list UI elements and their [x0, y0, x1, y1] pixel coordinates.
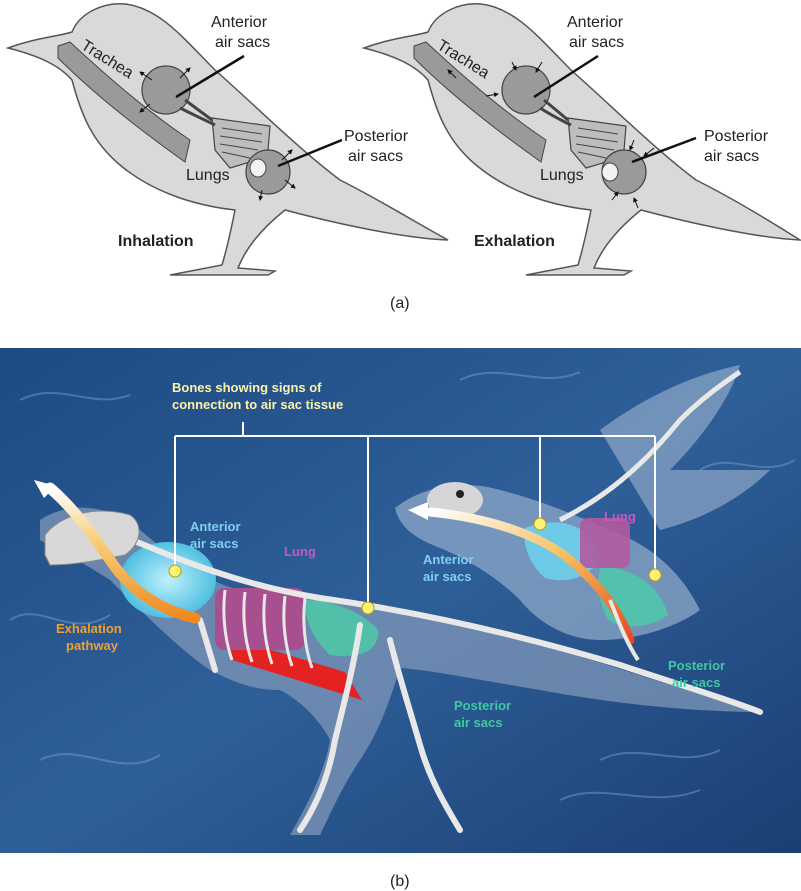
- bird-wing: [600, 365, 770, 530]
- bones-label-line1: Bones showing signs of: [172, 380, 322, 395]
- dinosaur-skeleton: [117, 532, 763, 833]
- dinosaur-lung: [215, 588, 305, 650]
- anterior-label-line1: Anterior: [211, 14, 268, 31]
- fossil-comparison-illustration: Bones showing signs of connection to air…: [0, 348, 801, 853]
- bird-posterior-label-line1: Posterior: [668, 658, 725, 673]
- posterior-label-line2: air sacs: [348, 148, 403, 165]
- dino-anterior-label-line2: air sacs: [190, 536, 238, 551]
- anterior-leader-line: [175, 54, 245, 99]
- posterior-sac-highlight: [249, 158, 267, 178]
- bones-label-line2: connection to air sac tissue: [172, 397, 343, 412]
- dinosaur-red-sac: [225, 636, 362, 700]
- inflow-arrows: [139, 67, 296, 201]
- bird-leg: [608, 599, 640, 662]
- anterior-leader-line: [533, 54, 599, 99]
- inhalation-diagram: Trachea Anterior air sacs Posterior air …: [5, 3, 449, 276]
- trachea-tube: [57, 41, 191, 163]
- bird-anterior-label-line2: air sacs: [423, 569, 471, 584]
- anterior-label-line2: air sacs: [569, 34, 624, 51]
- dinosaur-ribs: [222, 589, 314, 669]
- marker-dot: [361, 601, 375, 615]
- dinosaur-exhalation-arrow: [44, 482, 201, 624]
- marker-dot: [168, 564, 182, 578]
- bronchi: [179, 98, 216, 127]
- anterior-air-sac: [501, 65, 551, 115]
- anterior-label-line2: air sacs: [215, 34, 270, 51]
- lungs-label: Lungs: [186, 167, 230, 184]
- posterior-leader-line: [277, 138, 343, 168]
- bone-connection-markers: [168, 517, 662, 615]
- bird-arrowhead: [408, 502, 428, 520]
- marker-dot: [648, 568, 662, 582]
- dinosaur-arrowhead: [34, 480, 56, 498]
- trachea-tube: [413, 41, 547, 163]
- dino-lung-label: Lung: [284, 544, 316, 559]
- outflow-arrows: [447, 61, 655, 209]
- exhalation-label: Exhalation: [474, 233, 555, 250]
- bird-wing-bones: [558, 369, 742, 523]
- background-texture: [9, 371, 796, 801]
- bird-lung-label: Lung: [604, 509, 636, 524]
- lungs-label: Lungs: [540, 167, 584, 184]
- anterior-air-sac: [141, 65, 191, 115]
- bird-posterior-label-line2: air sacs: [672, 675, 720, 690]
- exhalation-diagram: Trachea Anterior air sacs Posterior air …: [361, 3, 801, 276]
- inhalation-label: Inhalation: [118, 233, 194, 250]
- posterior-label-line1: Posterior: [704, 128, 769, 145]
- dino-posterior-label-line1: Posterior: [454, 698, 511, 713]
- bird-eye: [456, 490, 464, 498]
- bird-lung: [580, 518, 630, 568]
- lung-parabronchi: [219, 127, 263, 159]
- posterior-label-line2: air sacs: [704, 148, 759, 165]
- lung-parabronchi: [575, 127, 619, 159]
- bird-anterior-label-line1: Anterior: [423, 552, 474, 567]
- bones-bracket: [174, 422, 656, 608]
- dino-posterior-label-line2: air sacs: [454, 715, 502, 730]
- bronchi: [539, 98, 572, 127]
- posterior-sac-highlight: [601, 162, 619, 182]
- posterior-label-line1: Posterior: [344, 128, 409, 145]
- caption-b: (b): [390, 873, 410, 890]
- marker-dot: [533, 517, 547, 531]
- exhalation-pathway-line1: Exhalation: [56, 621, 122, 636]
- posterior-leader-line: [631, 136, 697, 164]
- dino-anterior-label-line1: Anterior: [190, 519, 241, 534]
- caption-a: (a): [390, 295, 410, 312]
- exhalation-pathway-line2: pathway: [66, 638, 119, 653]
- anterior-label-line1: Anterior: [567, 14, 624, 31]
